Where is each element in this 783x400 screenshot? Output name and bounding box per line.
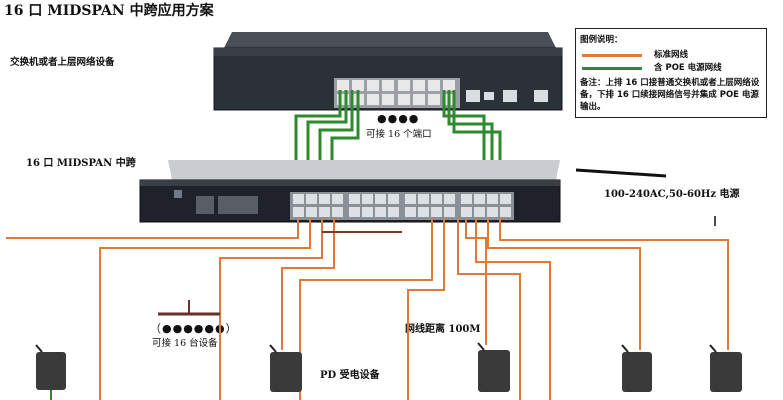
upper-switch [213, 32, 563, 111]
legend-title: 图例说明： [580, 35, 623, 45]
pd-device-3 [477, 342, 510, 392]
midspan-device [139, 160, 561, 223]
power-cable [575, 168, 667, 178]
legend-standard-swatch [582, 54, 642, 57]
legend-box: 图例说明： 标准网线 含 POE 电源网线 备注：上排 16 口接普通交换机或者… [575, 28, 767, 118]
upper-switch-label: 交换机或者上层网络设备 [10, 57, 115, 68]
legend-note: 备注：上排 16 口接普通交换机或者上层网络设备，下排 16 口续接网络信号并集… [580, 78, 760, 112]
pd-device-label: PD 受电设备 [320, 370, 380, 381]
legend-poe-label: 含 POE 电源网线 [654, 63, 722, 73]
distance-label: 网线距离 100M [405, 324, 481, 335]
legend-poe-swatch [582, 67, 642, 70]
ellipsis-dots-top: ●●●● [377, 112, 420, 125]
midspan-label: 16 口 MIDSPAN 中跨 [26, 158, 136, 169]
ellipsis-dots-left: （●●●●●●） [150, 322, 238, 335]
pd-device-4 [621, 344, 652, 392]
legend-standard-label: 标准网线 [654, 50, 689, 60]
page-title: 16 口 MIDSPAN 中跨应用方案 [4, 3, 214, 19]
pd-device-2 [269, 344, 302, 392]
connect-ports-label: 可接 16 个端口 [366, 129, 432, 140]
pd-device-5 [709, 344, 742, 392]
devices-bracket [158, 300, 220, 316]
standard-cables-lower [6, 218, 729, 400]
power-label: 100-240AC,50-60Hz 电源 [604, 189, 740, 200]
connect-devices-label: 可接 16 台设备 [152, 338, 218, 349]
pd-device-1 [35, 344, 66, 400]
